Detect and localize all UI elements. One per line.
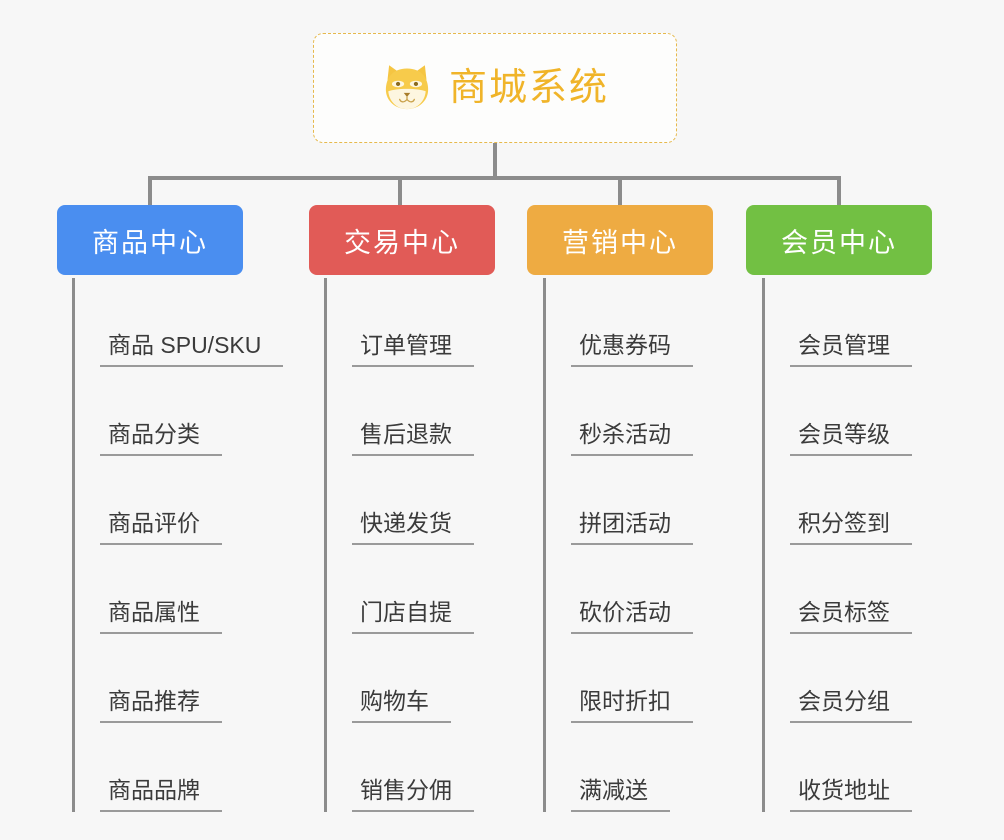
- leaf-item[interactable]: 售后退款: [324, 367, 474, 456]
- leaf-label: 商品属性: [100, 599, 222, 634]
- category-box-product-center[interactable]: 商品中心: [57, 205, 243, 275]
- category-label: 营销中心: [562, 227, 678, 258]
- leaf-item[interactable]: 砍价活动: [543, 545, 693, 634]
- leaf-item[interactable]: 商品推荐: [72, 634, 283, 723]
- branch-spine: [762, 278, 765, 812]
- leaf-item[interactable]: 商品品牌: [72, 723, 283, 812]
- leaf-item[interactable]: 优惠券码: [543, 278, 693, 367]
- branch-column-product-center: 商品 SPU/SKU 商品分类 商品评价 商品属性 商品推荐 商品品牌: [72, 278, 284, 812]
- leaf-label: 销售分佣: [352, 777, 474, 812]
- connector-horizontal-bus: [148, 176, 841, 180]
- leaf-item[interactable]: 商品分类: [72, 367, 283, 456]
- branch-column-trade-center: 订单管理 售后退款 快递发货 门店自提 购物车 销售分佣: [324, 278, 474, 812]
- category-label: 会员中心: [781, 227, 897, 258]
- leaf-item[interactable]: 会员等级: [762, 367, 912, 456]
- leaf-item[interactable]: 限时折扣: [543, 634, 693, 723]
- shiba-dog-icon: [385, 65, 429, 110]
- leaf-label: 秒杀活动: [571, 421, 693, 456]
- leaf-item[interactable]: 商品评价: [72, 456, 283, 545]
- leaf-label: 商品评价: [100, 510, 222, 545]
- branch-column-member-center: 会员管理 会员等级 积分签到 会员标签 会员分组 收货地址: [762, 278, 912, 812]
- leaf-label: 商品推荐: [100, 688, 222, 723]
- leaf-label: 商品品牌: [100, 777, 222, 812]
- category-label: 交易中心: [344, 227, 460, 258]
- leaf-label: 优惠券码: [571, 332, 693, 367]
- leaf-item[interactable]: 购物车: [324, 634, 474, 723]
- category-label: 商品中心: [92, 227, 208, 258]
- leaf-label: 会员分组: [790, 688, 912, 723]
- leaf-label: 收货地址: [790, 777, 912, 812]
- leaf-label: 订单管理: [352, 332, 474, 367]
- leaf-item[interactable]: 满减送: [543, 723, 693, 812]
- connector-root-stem: [493, 143, 497, 178]
- connector-drop-3: [618, 176, 622, 208]
- branch-column-marketing-center: 优惠券码 秒杀活动 拼团活动 砍价活动 限时折扣 满减送: [543, 278, 693, 812]
- leaf-item[interactable]: 秒杀活动: [543, 367, 693, 456]
- branch-spine: [324, 278, 327, 812]
- branch-spine: [72, 278, 75, 812]
- leaf-label: 积分签到: [790, 510, 912, 545]
- connector-drop-4: [837, 176, 841, 208]
- leaf-label: 限时折扣: [571, 688, 693, 723]
- connector-drop-2: [398, 176, 402, 208]
- leaf-item[interactable]: 会员分组: [762, 634, 912, 723]
- leaf-item[interactable]: 积分签到: [762, 456, 912, 545]
- leaf-item[interactable]: 商品属性: [72, 545, 283, 634]
- leaf-item[interactable]: 拼团活动: [543, 456, 693, 545]
- leaf-label: 会员等级: [790, 421, 912, 456]
- leaf-label: 商品分类: [100, 421, 222, 456]
- leaf-item[interactable]: 商品 SPU/SKU: [72, 278, 284, 367]
- connector-drop-1: [148, 176, 152, 208]
- root-node-mall-system[interactable]: 商城系统: [313, 33, 677, 143]
- leaf-label: 会员标签: [790, 599, 912, 634]
- category-box-marketing-center[interactable]: 营销中心: [527, 205, 713, 275]
- leaf-item[interactable]: 销售分佣: [324, 723, 474, 812]
- leaf-label: 商品 SPU/SKU: [100, 332, 284, 367]
- leaf-item[interactable]: 订单管理: [324, 278, 474, 367]
- leaf-label: 拼团活动: [571, 510, 693, 545]
- leaf-item[interactable]: 收货地址: [762, 723, 912, 812]
- category-box-member-center[interactable]: 会员中心: [746, 205, 932, 275]
- leaf-item[interactable]: 快递发货: [324, 456, 474, 545]
- category-box-trade-center[interactable]: 交易中心: [309, 205, 495, 275]
- leaf-item[interactable]: 门店自提: [324, 545, 474, 634]
- leaf-label: 门店自提: [352, 599, 474, 634]
- leaf-item[interactable]: 会员标签: [762, 545, 912, 634]
- leaf-item[interactable]: 会员管理: [762, 278, 912, 367]
- root-node-title: 商城系统: [448, 67, 609, 109]
- leaf-label: 砍价活动: [571, 599, 693, 634]
- branch-spine: [543, 278, 546, 812]
- leaf-label: 售后退款: [352, 421, 474, 456]
- leaf-label: 满减送: [571, 777, 670, 812]
- leaf-label: 快递发货: [352, 510, 474, 545]
- leaf-label: 会员管理: [790, 332, 912, 367]
- leaf-label: 购物车: [352, 688, 451, 723]
